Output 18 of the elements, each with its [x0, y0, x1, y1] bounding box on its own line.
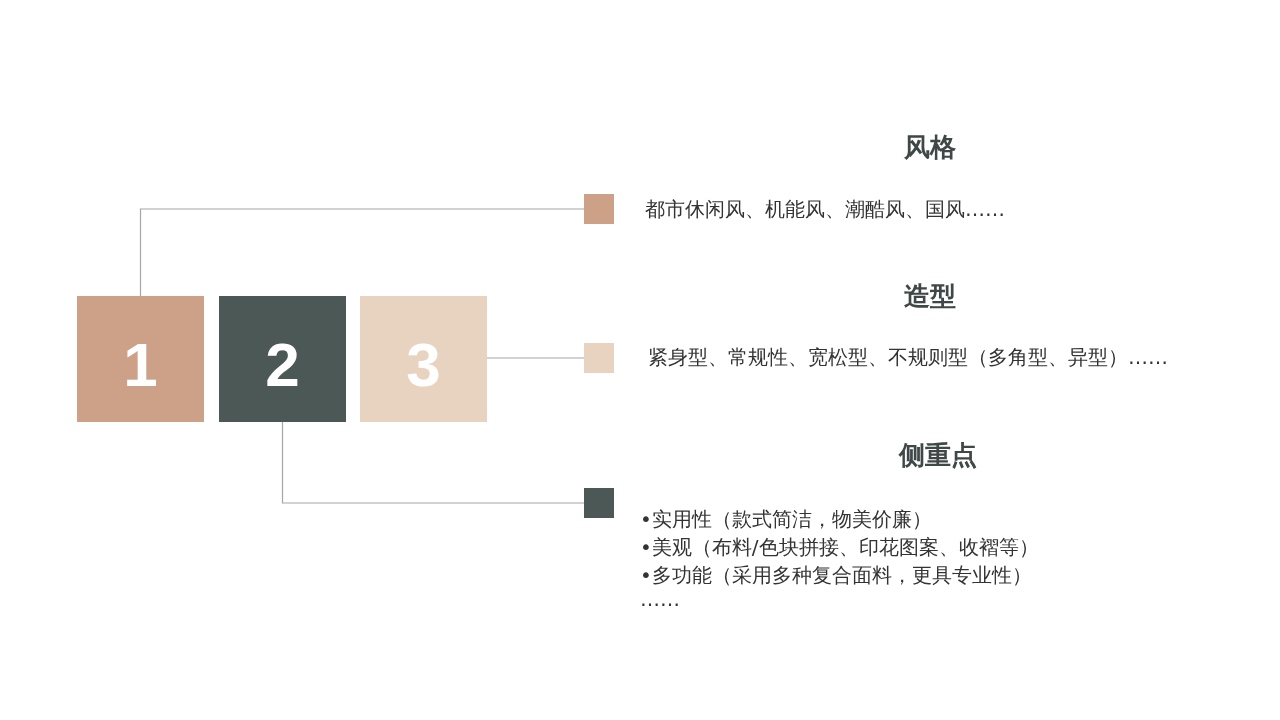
bullet-text: •实用性（款式简洁，物美价廉） — [640, 507, 932, 531]
section-heading: 造型 — [904, 281, 956, 311]
number-tile: 2 — [219, 296, 346, 422]
square-marker — [584, 488, 614, 518]
bullet-text: •美观（布料/色块拼接、印花图案、收褶等） — [640, 535, 1039, 559]
ellipsis-text: …… — [640, 587, 680, 611]
connector-line — [139, 208, 585, 297]
bullet-text: •多功能（采用多种复合面料，更具专业性） — [640, 563, 1032, 587]
section-heading: 风格 — [904, 132, 956, 162]
square-marker — [584, 343, 614, 373]
description-text: 都市休闲风、机能风、潮酷风、国风…… — [645, 197, 1005, 221]
section-heading: 侧重点 — [899, 440, 977, 470]
square-marker — [584, 194, 614, 224]
connector-line — [486, 357, 585, 359]
description-text: 紧身型、常规性、宽松型、不规则型（多角型、异型）…… — [648, 345, 1168, 369]
number-tile: 1 — [77, 296, 204, 422]
connector-line — [281, 421, 585, 504]
number-tile: 3 — [360, 296, 487, 422]
